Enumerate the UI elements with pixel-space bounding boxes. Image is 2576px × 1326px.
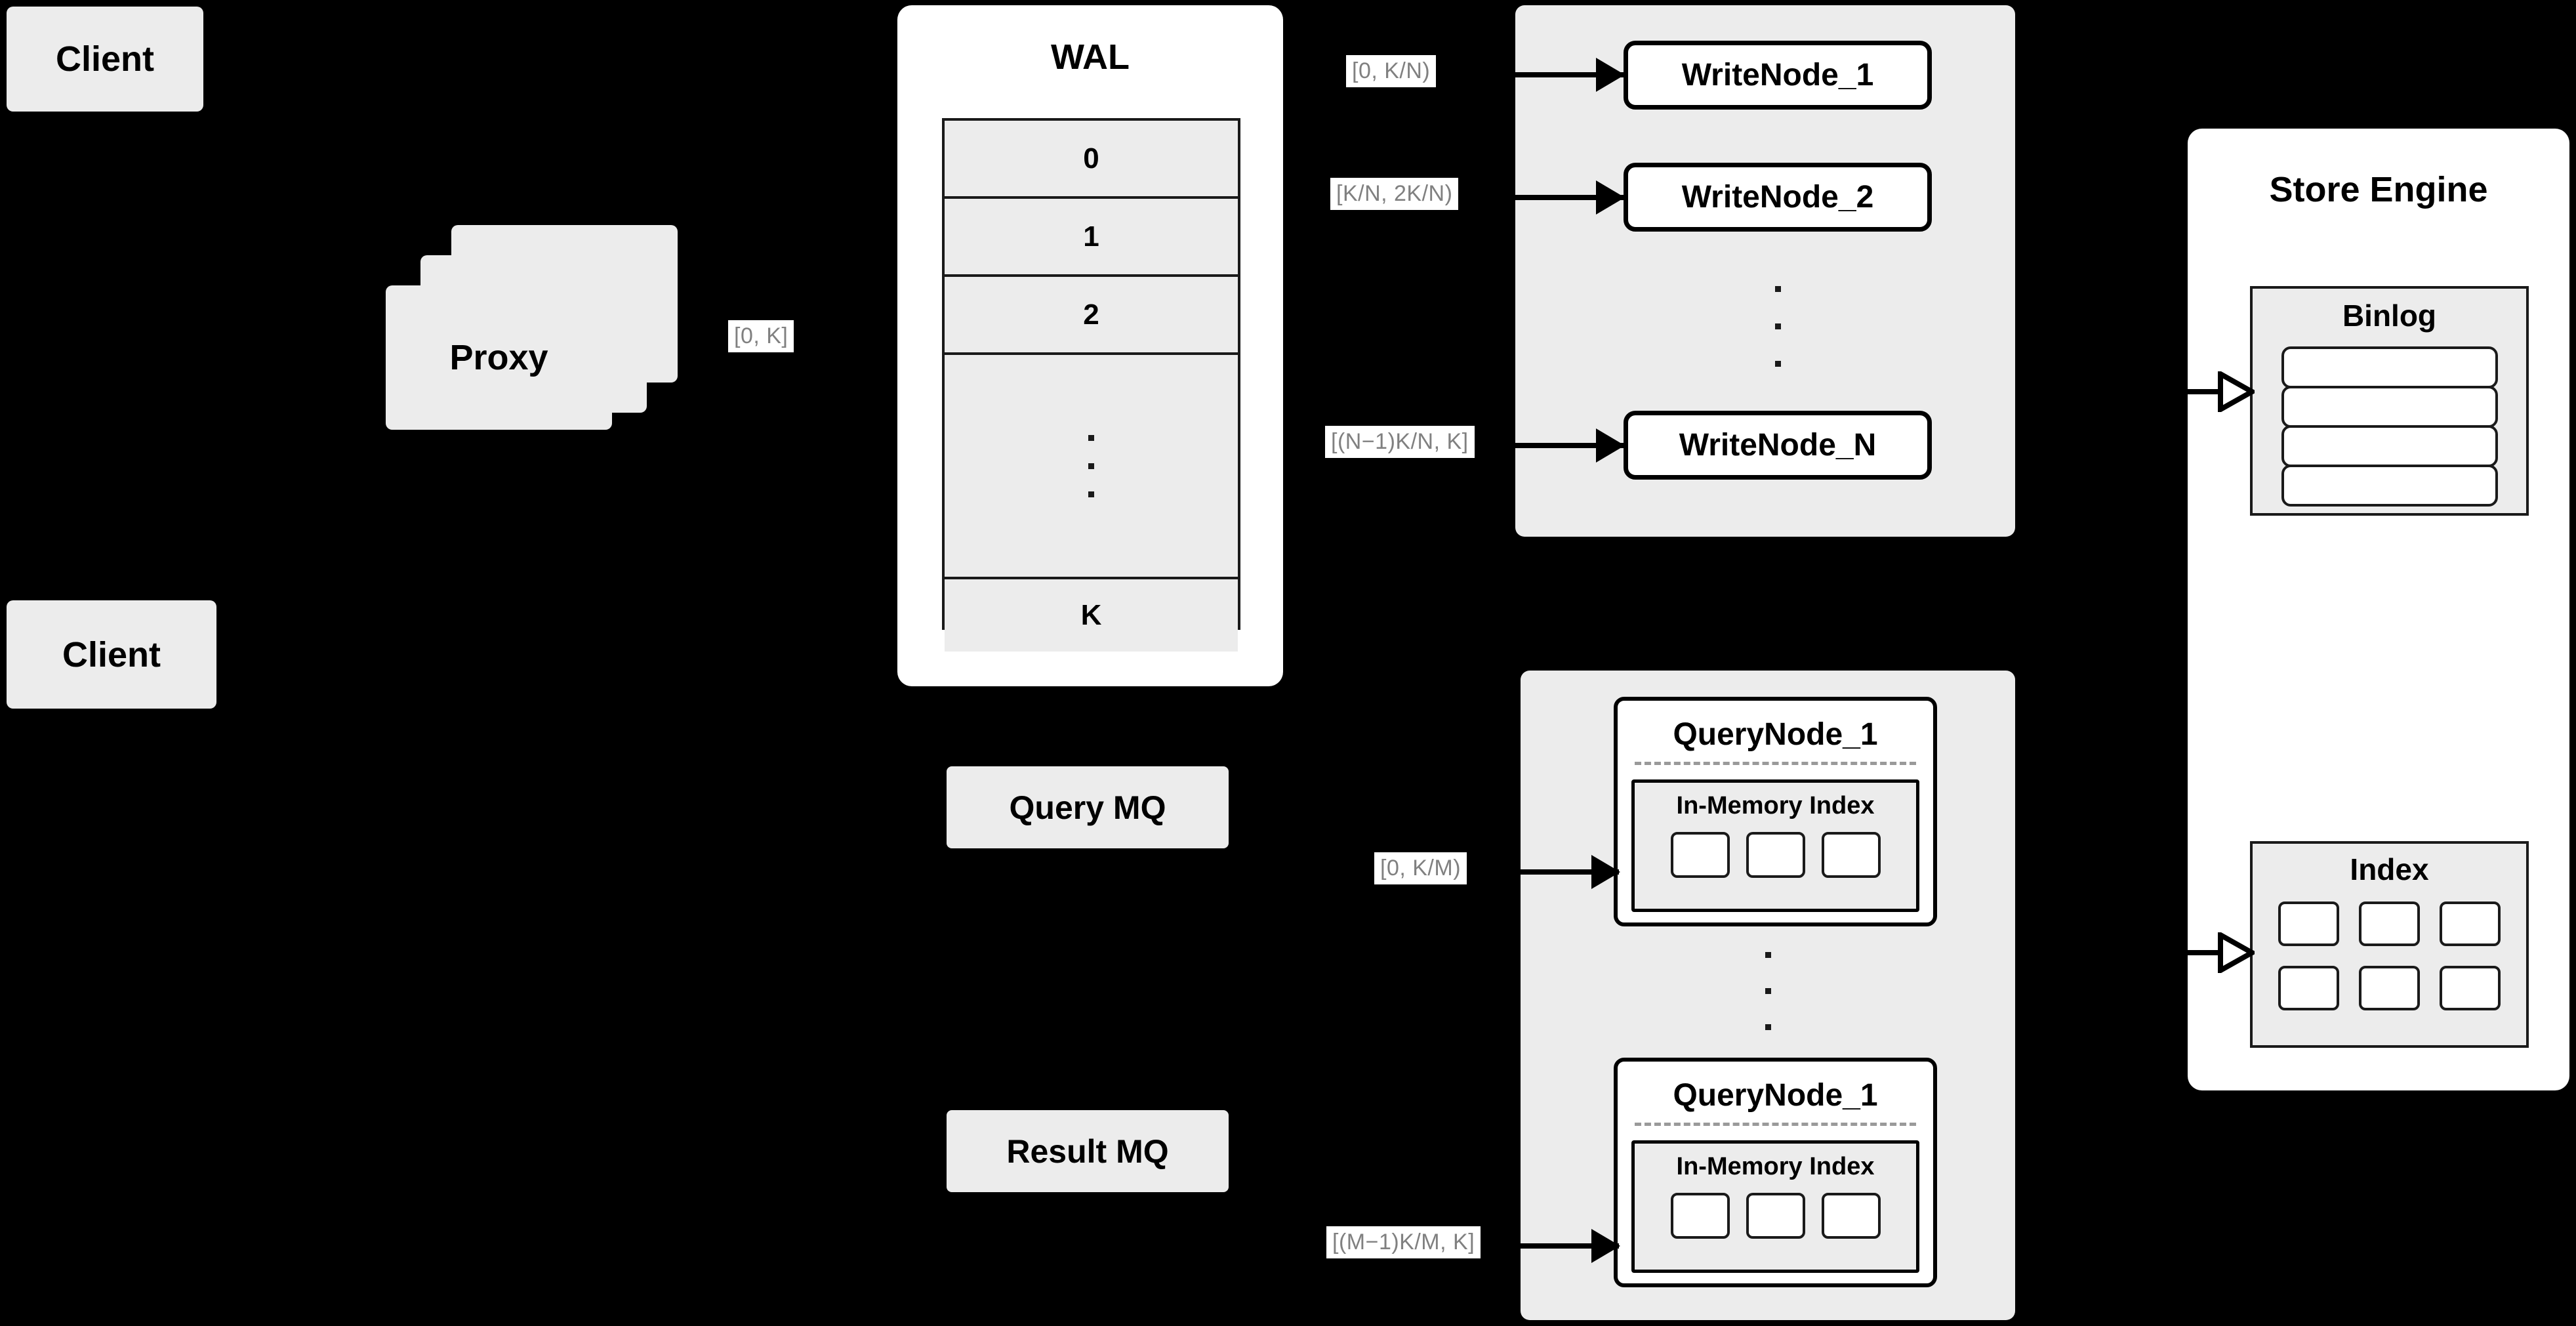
proxy-tab (646, 331, 674, 352)
client-node-2[interactable]: Client (7, 600, 216, 709)
binlog-section: Binlog (2250, 286, 2529, 516)
binlog-label: Binlog (2342, 299, 2437, 333)
index-chip[interactable] (1670, 832, 1730, 878)
wal-panel: WAL 0 1 2 K (897, 5, 1283, 686)
edge-label-to-write-node-n-text: [(N−1)K/N, K] (1331, 429, 1469, 454)
proxy-node[interactable]: Proxy (386, 285, 612, 430)
index-chip[interactable] (1821, 832, 1881, 878)
binlog-bar[interactable] (2281, 346, 2498, 388)
query-node-m-divider (1635, 1123, 1916, 1126)
index-chip[interactable] (2359, 901, 2420, 946)
write-node-n-label: WriteNode_N (1679, 428, 1877, 463)
store-engine-title: Store Engine (2269, 170, 2488, 209)
query-node-1-memory-index: In-Memory Index (1631, 779, 1919, 912)
proxy-node-label: Proxy (449, 338, 548, 377)
edge-label-to-write-node-2-text: [K/N, 2K/N) (1336, 181, 1453, 206)
binlog-bar[interactable] (2281, 386, 2498, 428)
query-mq-node[interactable]: Query MQ (947, 766, 1229, 848)
edge-label-to-write-node-1-text: [0, K/N) (1352, 58, 1431, 83)
write-node-2-label: WriteNode_2 (1681, 180, 1874, 215)
index-chip[interactable] (1670, 1193, 1730, 1239)
query-node-m[interactable]: QueryNode_1 In-Memory Index (1614, 1058, 1937, 1287)
arrow-line-to-write-node-2 (1499, 195, 1624, 200)
query-node-m-memory-index: In-Memory Index (1631, 1140, 1919, 1273)
index-chip[interactable] (2440, 901, 2501, 946)
index-chip[interactable] (1821, 1193, 1881, 1239)
query-node-1-memory-index-label: In-Memory Index (1676, 792, 1875, 819)
query-node-1-divider (1635, 762, 1916, 765)
arrow-head-to-write-node-2 (1596, 180, 1625, 215)
index-chip[interactable] (1746, 1193, 1805, 1239)
arrow-line-to-binlog (2188, 389, 2222, 394)
edge-label-to-query-node-1-text: [0, K/M) (1380, 856, 1462, 881)
edge-label-to-query-node-1: [0, K/M) (1374, 852, 1467, 884)
wal-row[interactable]: 2 (945, 277, 1238, 355)
client-node-1[interactable]: Client (7, 7, 203, 112)
wal-row[interactable]: 0 (945, 121, 1238, 199)
binlog-bar[interactable] (2281, 425, 2498, 467)
write-node-1[interactable]: WriteNode_1 (1624, 41, 1932, 110)
wal-title: WAL (1051, 37, 1130, 77)
arrow-head-to-query-node-1 (1591, 855, 1620, 889)
query-node-m-label: QueryNode_1 (1673, 1078, 1878, 1113)
index-chip[interactable] (2278, 901, 2339, 946)
result-mq-label: Result MQ (1006, 1132, 1169, 1170)
wal-table: 0 1 2 K (942, 118, 1240, 652)
edge-label-to-write-node-n: [(N−1)K/N, K] (1325, 426, 1475, 458)
arrow-line-to-write-node-n (1499, 443, 1624, 448)
arrow-head-to-query-node-m (1591, 1229, 1620, 1263)
write-cluster-ellipsis (1765, 276, 1791, 377)
index-section: Index (2250, 841, 2529, 1048)
store-engine-panel: Store Engine Binlog Index (2188, 129, 2569, 1090)
arrow-head-to-write-node-n (1596, 428, 1625, 463)
arrow-line-to-index (2188, 950, 2222, 955)
arrow-head-to-write-node-1 (1596, 58, 1625, 92)
write-node-1-label: WriteNode_1 (1681, 58, 1874, 93)
index-chip[interactable] (2359, 966, 2420, 1010)
arrow-line-to-write-node-1 (1499, 72, 1624, 77)
wal-row-label: 2 (1083, 298, 1099, 331)
index-chip[interactable] (2278, 966, 2339, 1010)
query-node-1-label: QueryNode_1 (1673, 717, 1878, 752)
edge-label-to-write-node-1: [0, K/N) (1346, 55, 1437, 87)
wal-row[interactable]: 1 (945, 199, 1238, 277)
edge-label-proxy-to-wal: [0, K] (728, 320, 794, 352)
client-node-1-label: Client (55, 39, 154, 79)
query-node-1[interactable]: QueryNode_1 In-Memory Index (1614, 697, 1937, 926)
arrow-line-to-query-node-m (1498, 1243, 1619, 1249)
write-node-n[interactable]: WriteNode_N (1624, 411, 1932, 480)
result-mq-node[interactable]: Result MQ (947, 1110, 1229, 1192)
edge-label-proxy-to-wal-text: [0, K] (734, 323, 788, 348)
edge-label-to-query-node-m-text: [(M−1)K/M, K] (1332, 1230, 1475, 1254)
wal-row-label: 1 (1083, 220, 1099, 253)
write-node-2[interactable]: WriteNode_2 (1624, 163, 1932, 232)
wal-row-label: 0 (1083, 142, 1099, 175)
binlog-bar[interactable] (2281, 465, 2498, 507)
query-node-m-memory-index-label: In-Memory Index (1676, 1153, 1875, 1180)
arrow-head-to-binlog (2218, 369, 2258, 414)
wal-row-ellipsis (945, 355, 1238, 579)
arrow-line-to-query-node-1 (1498, 869, 1619, 875)
wal-row-label: K (1080, 599, 1102, 631)
index-chip[interactable] (2440, 966, 2501, 1010)
arrow-head-to-index (2218, 930, 2258, 975)
edge-label-to-query-node-m: [(M−1)K/M, K] (1326, 1226, 1481, 1258)
query-mq-label: Query MQ (1009, 789, 1166, 826)
index-label: Index (2350, 852, 2429, 886)
wal-row[interactable]: K (945, 579, 1238, 652)
index-chip[interactable] (1746, 832, 1805, 878)
client-node-2-label: Client (62, 634, 161, 674)
edge-label-to-write-node-2: [K/N, 2K/N) (1330, 178, 1459, 210)
query-cluster-ellipsis (1755, 945, 1781, 1037)
